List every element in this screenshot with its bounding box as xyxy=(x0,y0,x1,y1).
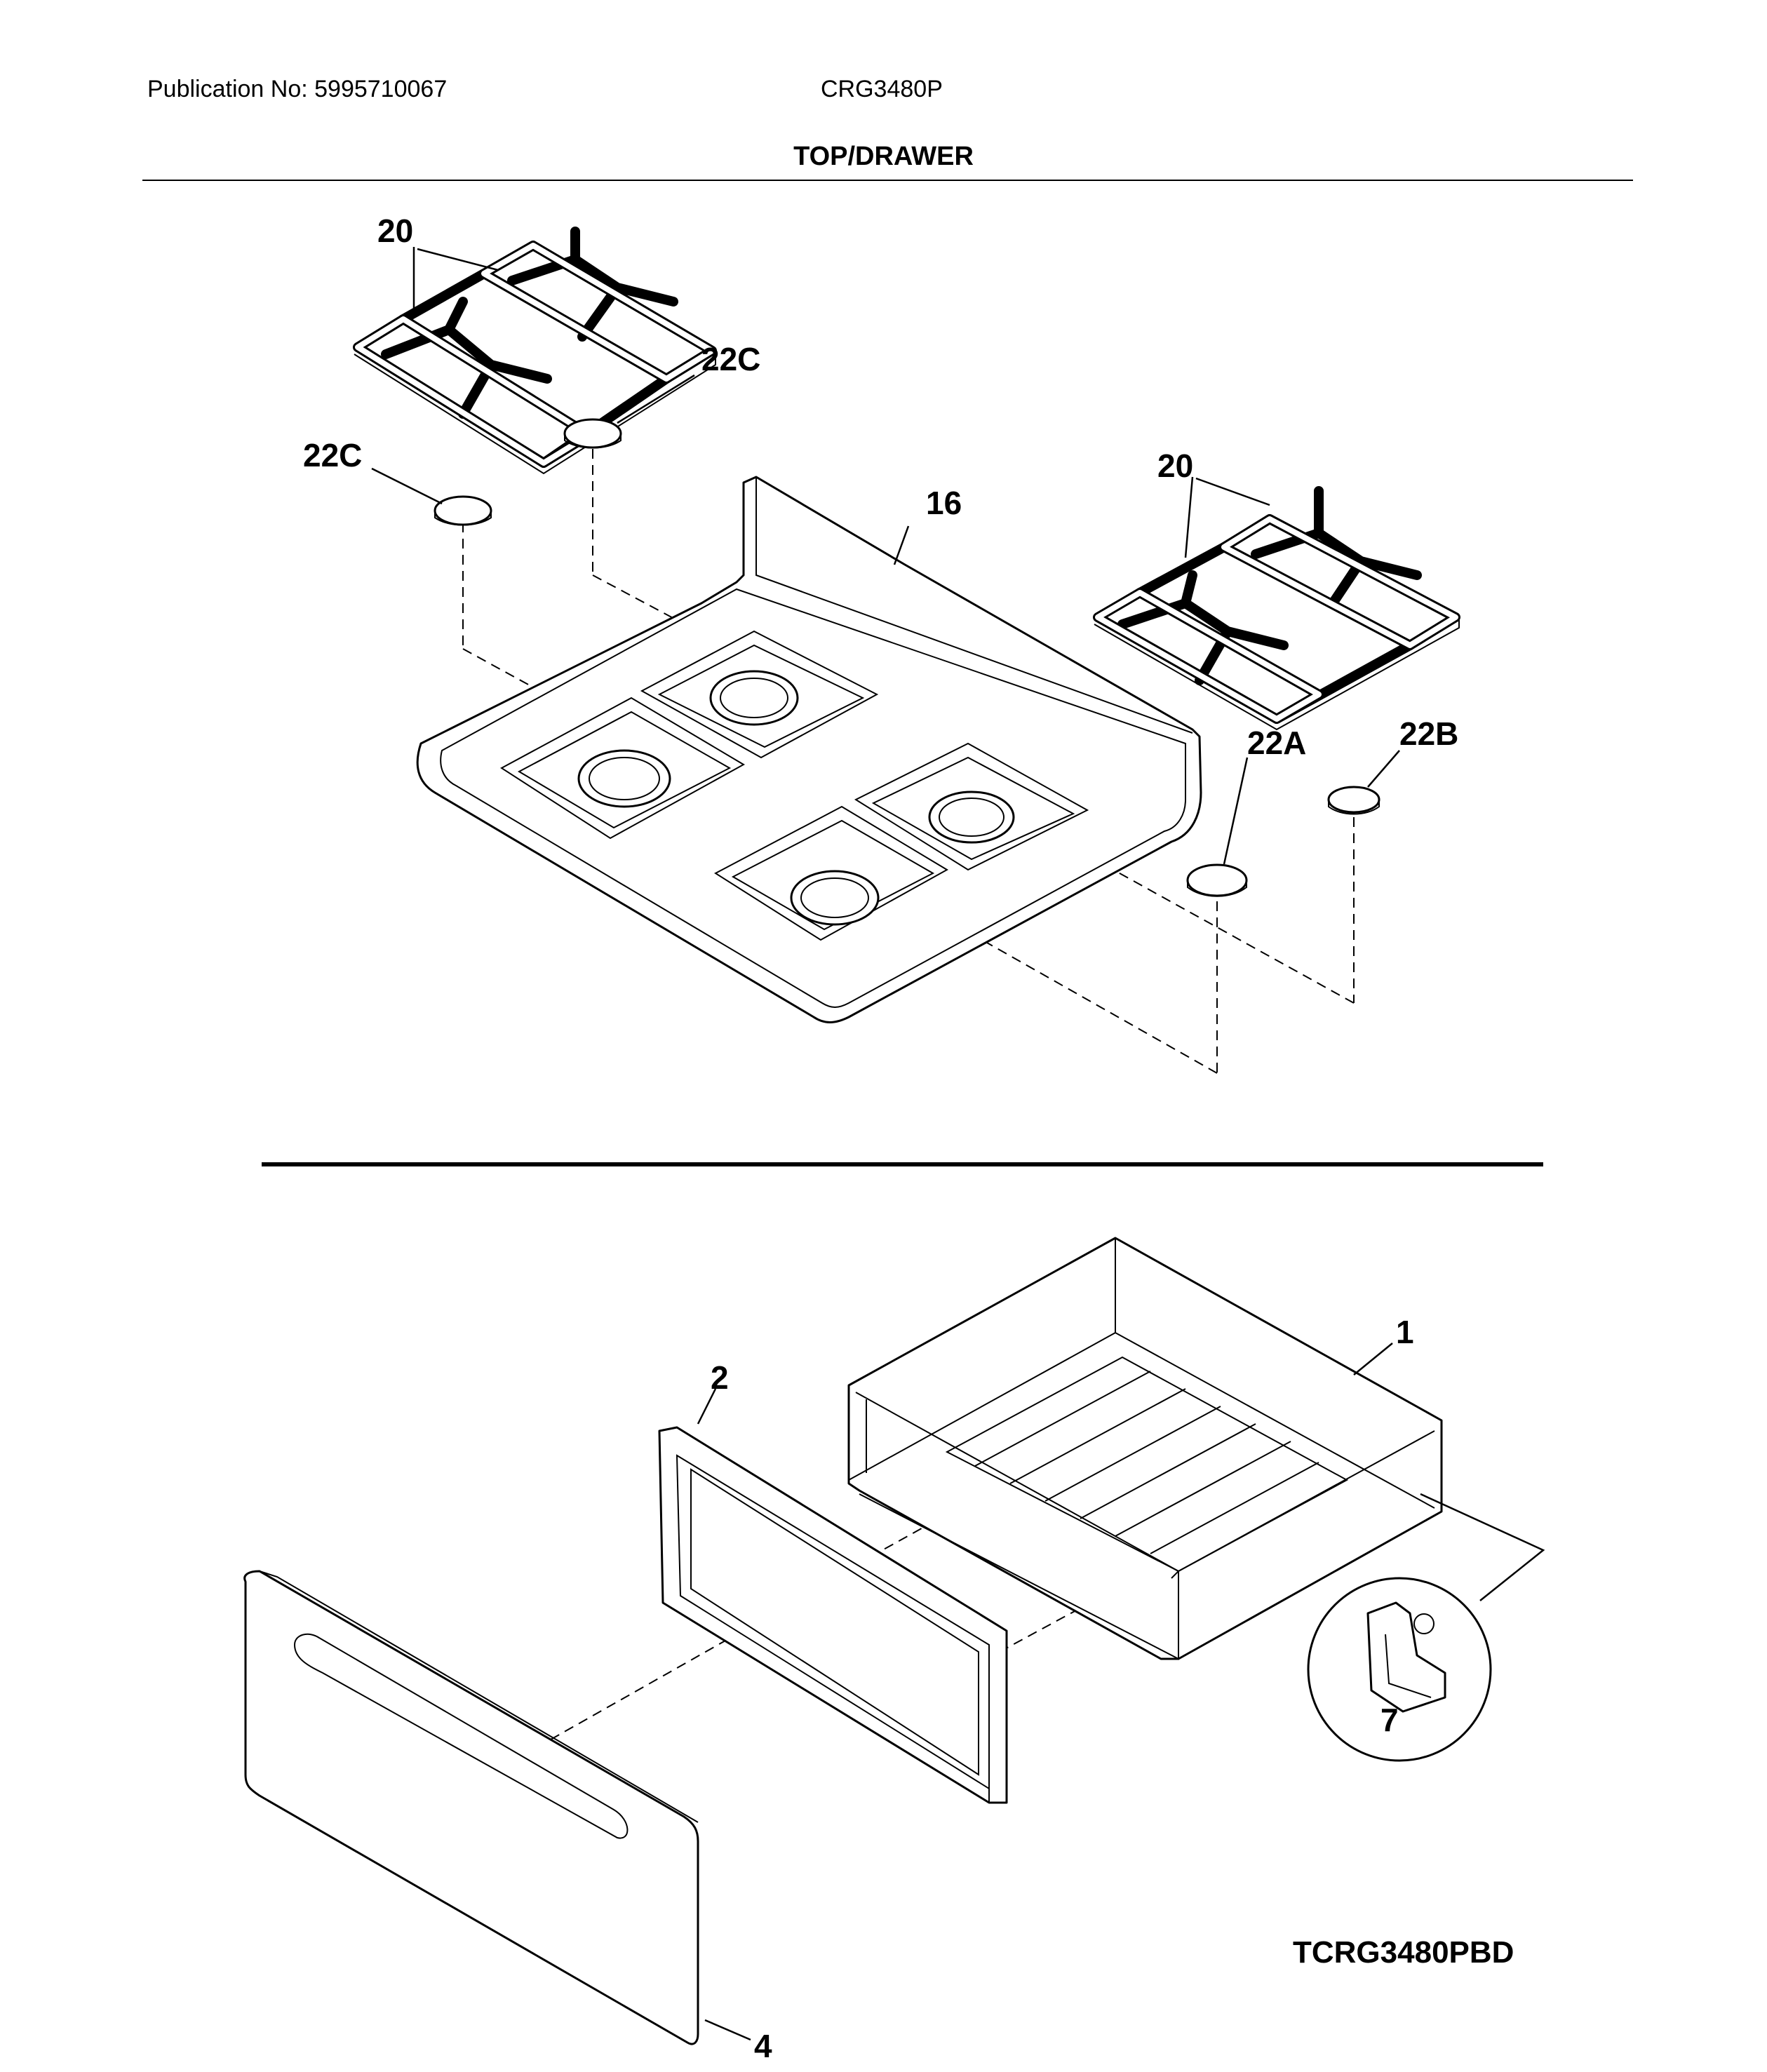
callout-20-right: 20 xyxy=(1157,448,1193,484)
grate-foot-22c-right xyxy=(563,418,622,449)
callout-7: 7 xyxy=(1380,1702,1399,1738)
grate-part-20-right xyxy=(1093,486,1460,731)
drawer-front-part-4 xyxy=(243,1570,699,2045)
drawer-liner-part-2 xyxy=(658,1426,1008,1804)
callout-22c-left: 22C xyxy=(303,437,362,473)
model-number: CRG3480P xyxy=(821,76,943,102)
callout-22a: 22A xyxy=(1247,725,1306,761)
callout-20-left: 20 xyxy=(377,213,413,249)
header-divider xyxy=(142,180,1633,181)
grate-part-20-left xyxy=(353,227,717,475)
publication-number: Publication No: 5995710067 xyxy=(147,76,448,102)
callout-22b: 22B xyxy=(1399,715,1458,752)
callout-2: 2 xyxy=(711,1359,729,1396)
callout-22c-right: 22C xyxy=(701,341,760,377)
callout-labels-top: 20 20 22C 22C 16 22A 22B xyxy=(303,213,1458,761)
grate-foot-22a xyxy=(1186,863,1248,897)
callout-16: 16 xyxy=(926,485,962,521)
grate-foot-22b xyxy=(1327,786,1380,815)
cooktop-part-16 xyxy=(416,476,1202,1023)
callout-1: 1 xyxy=(1396,1314,1414,1350)
drawer-body-part-1 xyxy=(847,1237,1443,1660)
callout-labels-bottom: 1 2 4 7 TCRG3480PBD xyxy=(711,1314,1514,2064)
section-title: TOP/DRAWER xyxy=(793,142,974,171)
grate-foot-22c-left xyxy=(434,495,492,526)
leader-lines-top xyxy=(371,247,1400,865)
diagram-code: TCRG3480PBD xyxy=(1293,1935,1514,1970)
callout-4: 4 xyxy=(754,2028,772,2064)
drawer-glide-part-7 xyxy=(1307,1493,1545,1762)
leader-lines-bottom xyxy=(697,1343,1393,2041)
